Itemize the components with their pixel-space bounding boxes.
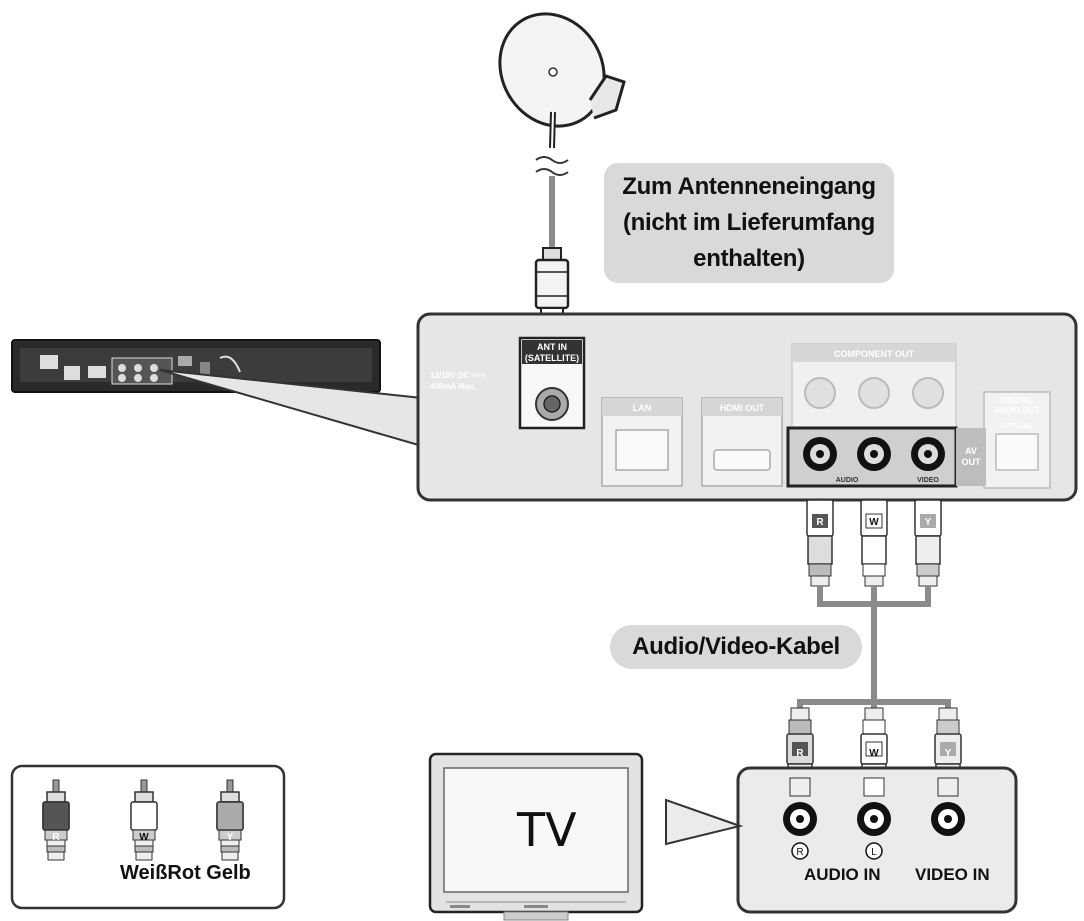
right-channel-mark: [791, 842, 809, 860]
digital-label: DIGITAL: [1001, 396, 1033, 405]
av-video-label: VIDEO: [917, 477, 939, 484]
legend-label: WeißRot Gelb: [120, 862, 251, 884]
legend-plug-white: [130, 779, 158, 861]
ant-in-label: ANT IN: [537, 342, 567, 352]
tv-icon: [428, 752, 644, 921]
antenna-callout-line-2: (nicht im Lieferumfang: [622, 209, 876, 236]
cable-plug-white-bottom: [860, 707, 888, 783]
ant-in-port: [518, 336, 586, 430]
antenna-input-callout: Zum Antenneneingang (nicht im Lieferumfa…: [604, 163, 894, 283]
cable-break-icon: [535, 156, 569, 176]
cable-plug-white-top: [860, 499, 888, 587]
power-label-2: 400mA Max.: [430, 382, 476, 391]
lan-port: [601, 397, 683, 487]
legend-plug-red: [42, 779, 70, 861]
legend-letter-r: R: [52, 832, 60, 843]
left-channel-letter: L: [871, 847, 877, 858]
plug-label-w-top: W: [869, 517, 879, 528]
av-audio-label: AUDIO: [836, 477, 859, 484]
cable-plug-red-bottom: [786, 707, 814, 783]
cable-plug-yellow-top: [914, 499, 942, 587]
tv-zoom-pointer: [665, 798, 744, 846]
optical-label: OPTICAL: [1002, 423, 1033, 430]
tv-jack-audio-l: [857, 777, 891, 836]
av-out-ports: [786, 426, 986, 488]
receiver-device: [11, 339, 381, 393]
plug-label-w-bottom: W: [869, 748, 879, 759]
tv-jack-video: [931, 777, 965, 836]
av-cable-callout: Audio/Video-Kabel: [610, 625, 862, 669]
antenna-callout-line-1: Zum Antenneneingang: [622, 173, 876, 200]
plug-label-y-top: Y: [925, 517, 932, 528]
power-label-1: 13/18V DC ===: [430, 371, 486, 380]
component-out-ports: [791, 343, 957, 429]
video-in-label: VIDEO IN: [915, 865, 990, 884]
plug-label-r-bottom: R: [796, 748, 804, 759]
satellite-dish-icon: [498, 12, 626, 149]
audio-out-label: AUDIO OUT: [995, 406, 1040, 415]
left-channel-mark: [865, 842, 883, 860]
out-label: OUT: [962, 457, 982, 467]
component-out-label: COMPONENT OUT: [834, 349, 915, 359]
digital-audio-out-port: [983, 391, 1051, 489]
cable-plug-red-top: [806, 499, 834, 587]
plug-label-r-top: R: [816, 517, 824, 528]
tv-label: TV: [517, 803, 577, 857]
lan-label: LAN: [633, 403, 652, 413]
av-label: AV: [965, 446, 977, 456]
hdmi-out-port: [701, 397, 783, 487]
ant-in-satellite-label: (SATELLITE): [525, 353, 579, 363]
hdmi-out-label: HDMI OUT: [720, 403, 765, 413]
right-channel-letter: R: [796, 847, 803, 858]
legend-letter-w: W: [139, 832, 149, 843]
audio-in-label: AUDIO IN: [804, 865, 881, 884]
plug-label-y-bottom: Y: [945, 748, 952, 759]
legend-letter-y: Y: [227, 832, 234, 843]
tv-jack-audio-r: [783, 777, 817, 836]
legend-plug-yellow: [216, 779, 244, 861]
antenna-callout-line-3: enthalten): [693, 245, 805, 272]
